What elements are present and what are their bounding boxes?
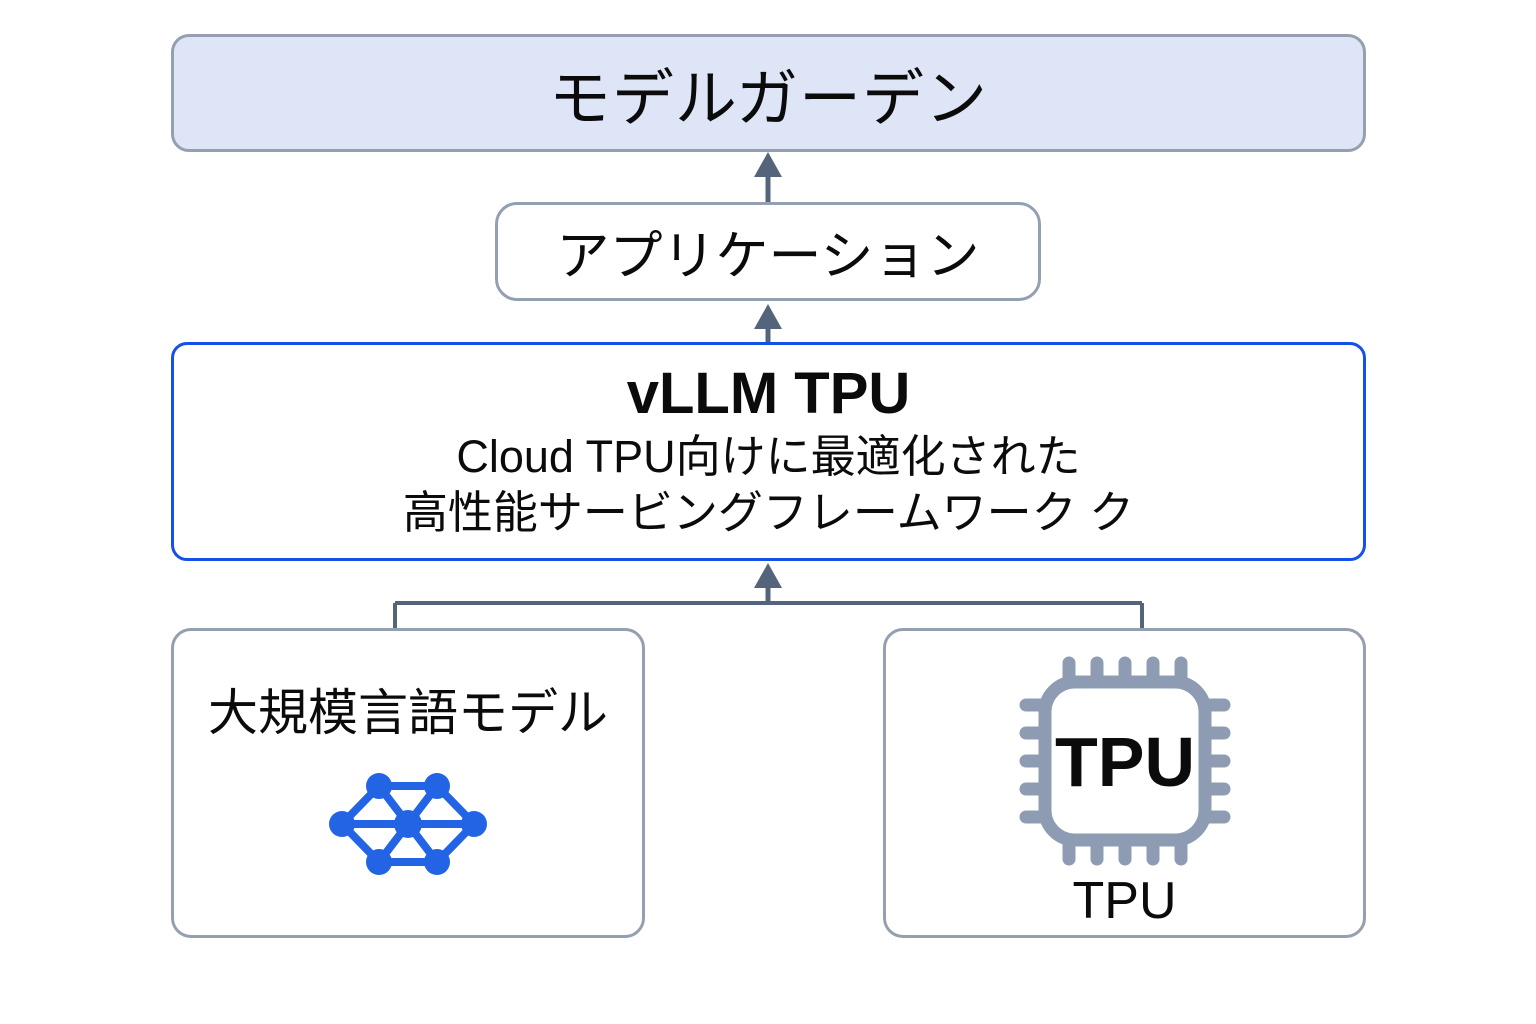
vllm-subtitle-line2: 高性能サービングフレームワーク ク <box>402 486 1135 538</box>
application-label: アプリケーション <box>556 226 980 286</box>
merge-connector <box>393 601 1144 628</box>
vllm-tpu-box: vLLM TPU Cloud TPU向けに最適化された 高性能サービングフレーム… <box>171 342 1366 561</box>
application-box: アプリケーション <box>495 202 1041 301</box>
arrow-vllm-to-application <box>754 304 782 342</box>
arrow-application-to-model-garden <box>754 152 782 202</box>
llm-label: 大規模言語モデル <box>208 685 608 741</box>
llm-box: 大規模言語モデル <box>171 628 645 938</box>
model-garden-box: モデルガーデン <box>171 34 1366 152</box>
vllm-title: vLLM TPU <box>626 361 911 426</box>
vllm-subtitle-line1: Cloud TPU向けに最適化された <box>456 430 1081 482</box>
arrow-rail-to-vllm <box>754 563 782 603</box>
tpu-label: TPU <box>1072 872 1177 930</box>
tpu-chip-text: TPU <box>1055 723 1195 801</box>
tpu-box: TPU TPU <box>883 628 1366 938</box>
network-graph-icon <box>329 773 487 875</box>
model-garden-label: モデルガーデン <box>548 65 989 134</box>
tpu-chip-icon: TPU <box>1019 656 1230 866</box>
